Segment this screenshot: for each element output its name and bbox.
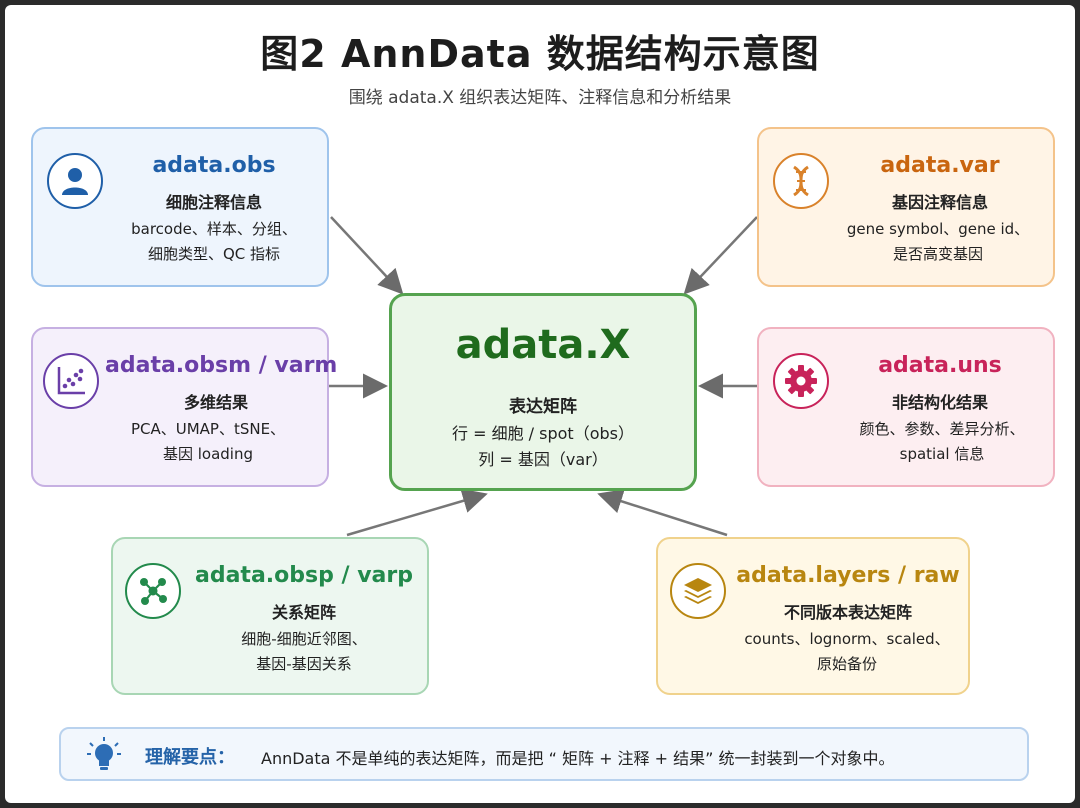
- card-layers-line2: 原始备份: [816, 655, 877, 673]
- card-obsp-line1: 细胞-细胞近邻图、: [241, 630, 367, 648]
- card-obsp: adata.obsp / varp 关系矩阵 细胞-细胞近邻图、 基因-基因关系: [111, 537, 429, 695]
- center-subtitle: 表达矩阵: [509, 397, 577, 417]
- card-layers-line1: counts、lognorm、scaled、: [744, 630, 950, 648]
- card-obsm: adata.obsm / varm 多维结果 PCA、UMAP、tSNE、 基因…: [31, 327, 338, 487]
- card-var-subtitle: 基因注释信息: [891, 193, 988, 212]
- card-var-line1: gene symbol、gene id、: [846, 220, 1030, 238]
- figure-subtitle: 围绕 adata.X 组织表达矩阵、注释信息和分析结果: [348, 88, 732, 108]
- card-obsm-subtitle: 多维结果: [183, 393, 248, 412]
- card-obs-line1: barcode、样本、分组、: [131, 220, 297, 238]
- card-obs: adata.obs 细胞注释信息 barcode、样本、分组、 细胞类型、QC …: [31, 127, 329, 287]
- card-var: adata.var 基因注释信息 gene symbol、gene id、 是否…: [757, 127, 1055, 287]
- center-rows-line: 行 = 细胞 / spot（obs）: [452, 424, 634, 443]
- card-obsp-line2: 基因-基因关系: [256, 655, 352, 673]
- card-uns-subtitle: 非结构化结果: [891, 393, 988, 412]
- key-point-label: 理解要点：: [145, 747, 235, 768]
- figure-title: 图2 AnnData 数据结构示意图: [260, 32, 820, 76]
- center-cols-line: 列 = 基因（var）: [478, 450, 608, 469]
- key-point-banner: 理解要点： AnnData 不是单纯的表达矩阵，而是把 “ 矩阵 + 注释 + …: [59, 727, 1029, 781]
- arrow-layers-to-x: [597, 489, 728, 537]
- scatter-plot-icon: [43, 353, 99, 409]
- card-var-line2: 是否高变基因: [892, 245, 983, 263]
- card-obs-line2: 细胞类型、QC 指标: [147, 245, 281, 263]
- center-title: adata.X: [455, 322, 631, 368]
- card-uns-line1: 颜色、参数、差异分析、: [859, 420, 1025, 438]
- card-layers: adata.layers / raw 不同版本表达矩阵 counts、logno…: [656, 537, 970, 695]
- card-obsm-line1: PCA、UMAP、tSNE、: [130, 420, 286, 438]
- layers-icon: [670, 563, 726, 619]
- network-icon: [125, 563, 181, 619]
- card-obsm-line2: 基因 loading: [162, 445, 254, 463]
- card-uns-title: adata.uns: [878, 353, 1002, 378]
- key-point-text: AnnData 不是单纯的表达矩阵，而是把 “ 矩阵 + 注释 + 结果” 统一…: [261, 749, 895, 768]
- lightbulb-icon: [87, 737, 121, 777]
- arrow-var-to-x: [683, 216, 758, 295]
- gear-icon: [773, 353, 829, 409]
- card-layers-subtitle: 不同版本表达矩阵: [783, 603, 912, 622]
- connector-arrows: [329, 216, 758, 537]
- arrow-obs-to-x: [330, 216, 404, 295]
- dna-icon: [773, 153, 829, 209]
- card-obs-subtitle: 细胞注释信息: [165, 193, 262, 212]
- card-obsp-title: adata.obsp / varp: [194, 563, 413, 588]
- center-adata-x: adata.X 表达矩阵 行 = 细胞 / spot（obs） 列 = 基因（v…: [389, 293, 697, 491]
- person-icon: [47, 153, 103, 209]
- card-obsm-title: adata.obsm / varm: [105, 353, 338, 378]
- card-uns: adata.uns 非结构化结果 颜色、参数、差异分析、 spatial 信息: [757, 327, 1055, 487]
- figure-frame: 图2 AnnData 数据结构示意图 围绕 adata.X 组织表达矩阵、注释信…: [5, 5, 1075, 803]
- card-var-title: adata.var: [880, 153, 1000, 178]
- card-obs-title: adata.obs: [152, 153, 276, 178]
- card-obsp-subtitle: 关系矩阵: [271, 603, 336, 622]
- card-uns-line2: spatial 信息: [899, 445, 985, 463]
- card-layers-title: adata.layers / raw: [736, 563, 960, 588]
- arrow-x-obsp: [346, 488, 488, 537]
